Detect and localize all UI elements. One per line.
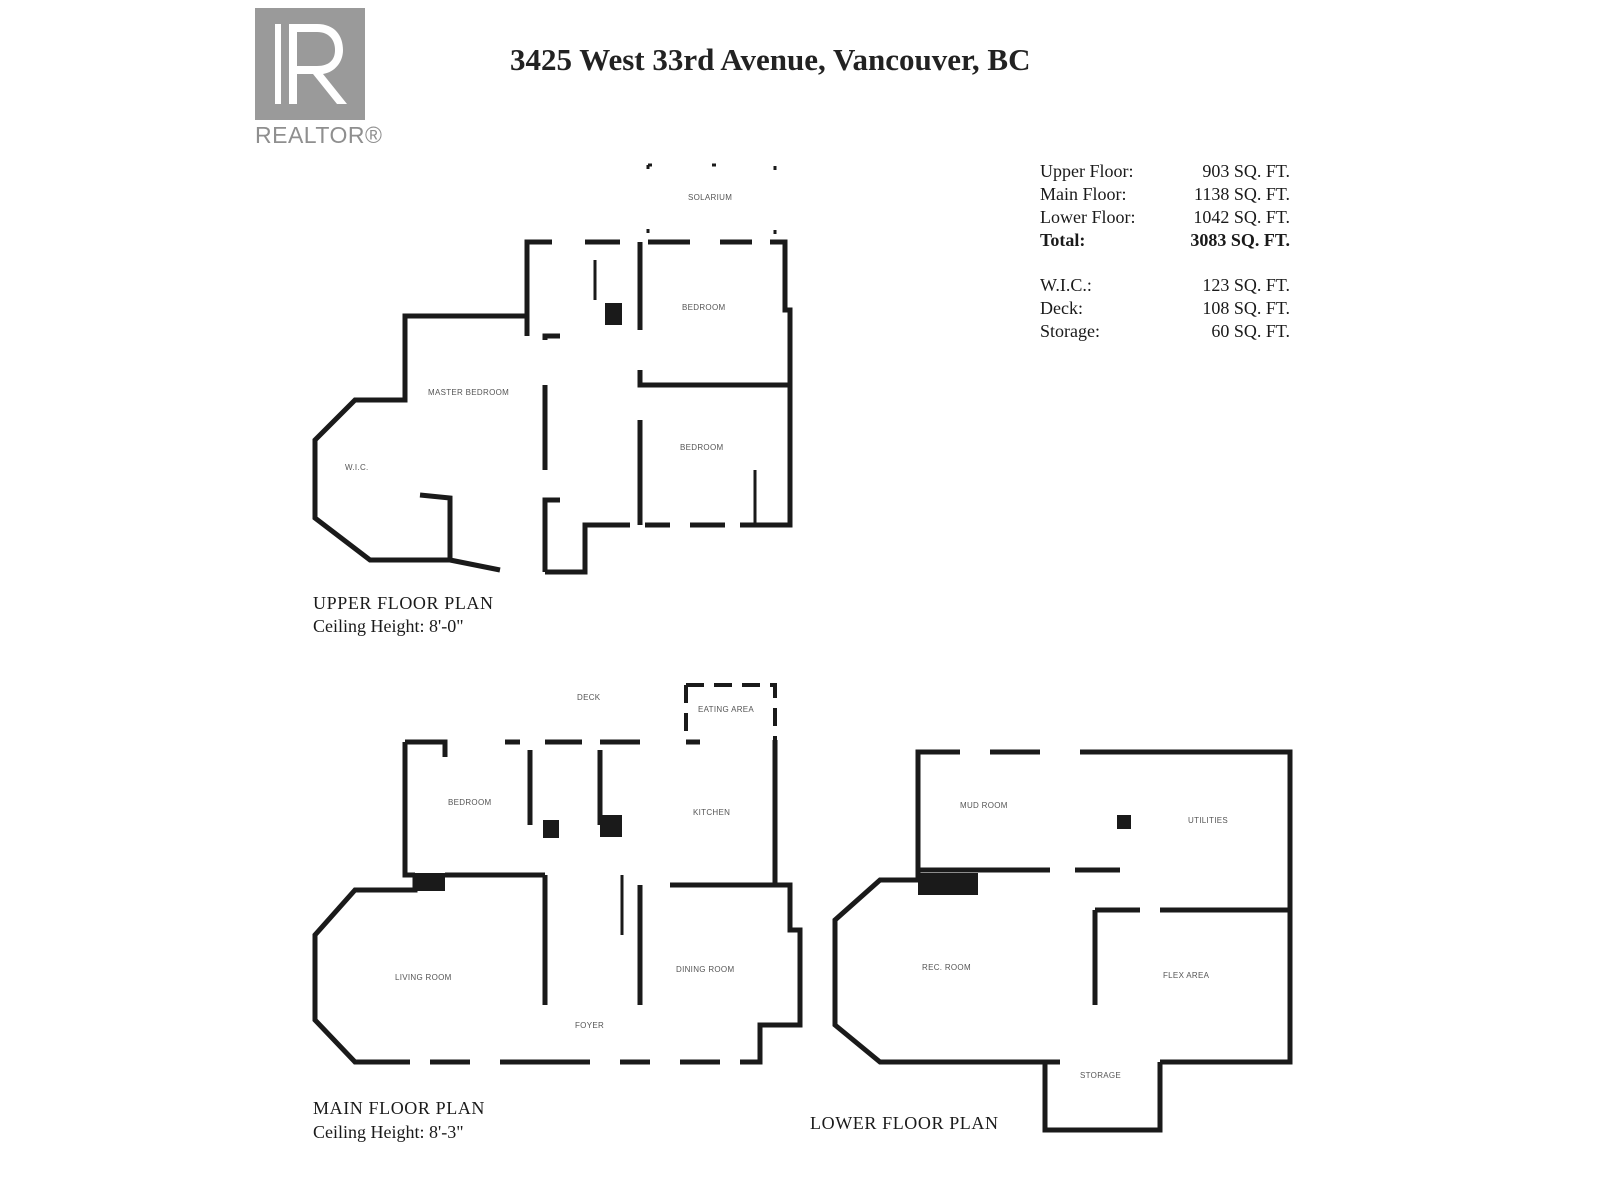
room-label-rec-room: REC. ROOM [922, 963, 971, 972]
bedroom-divider [637, 242, 790, 388]
area-row-storage: Storage: 60 SQ. FT. [1040, 320, 1290, 343]
room-label-storage: STORAGE [1080, 1071, 1121, 1080]
fireplace-lower [918, 873, 978, 895]
chimney-lower [1117, 815, 1131, 829]
area-label: Storage: [1040, 321, 1100, 341]
area-row-wic: W.I.C.: 123 SQ. FT. [1040, 274, 1290, 297]
room-label-wic: W.I.C. [345, 463, 369, 472]
area-value: 123 SQ. FT. [1202, 275, 1290, 295]
room-label-foyer: FOYER [575, 1021, 604, 1030]
room-label-kitchen: KITCHEN [693, 808, 730, 817]
area-value: 1042 SQ. FT. [1193, 207, 1290, 227]
area-value: 60 SQ. FT. [1211, 321, 1290, 341]
area-value: 1138 SQ. FT. [1193, 184, 1290, 204]
area-value: 903 SQ. FT. [1202, 161, 1290, 181]
lower-floor-plan [832, 749, 1293, 1133]
area-summary-table: Upper Floor: 903 SQ. FT. Main Floor: 113… [1040, 160, 1290, 343]
main-bedroom-walls [402, 739, 545, 878]
area-value: 108 SQ. FT. [1202, 298, 1290, 318]
eating-area-outline [684, 683, 777, 740]
chimney-upper [605, 303, 622, 325]
master-outer-wall [312, 313, 527, 563]
area-row-lower: Lower Floor: 1042 SQ. FT. [1040, 206, 1290, 229]
area-row-deck: Deck: 108 SQ. FT. [1040, 297, 1290, 320]
room-label-flex-area: FLEX AREA [1163, 971, 1210, 980]
room-label-mud-room: MUD ROOM [960, 801, 1008, 810]
chimney-main-b [600, 815, 622, 837]
upper-floor-ceiling-height: Ceiling Height: 8'-0" [313, 616, 464, 636]
lower-outer-top-wall [915, 749, 1293, 1065]
main-floor-plan [312, 683, 803, 1065]
solarium-outline [646, 163, 777, 242]
area-label: Total: [1040, 230, 1086, 250]
realtor-wordmark: REALTOR® [255, 122, 383, 148]
area-row-upper: Upper Floor: 903 SQ. FT. [1040, 160, 1290, 183]
room-label-main-bedroom: BEDROOM [448, 798, 491, 807]
upper-floor-plan-label: UPPER FLOOR PLAN [313, 593, 494, 613]
area-label: W.I.C.: [1040, 275, 1092, 295]
room-label-deck: DECK [577, 693, 601, 702]
upper-bottom-wall [545, 385, 793, 575]
main-floor-plan-label: MAIN FLOOR PLAN [313, 1098, 486, 1118]
upper-top-walls [524, 239, 793, 385]
room-label-bedroom-right: BEDROOM [680, 443, 723, 452]
storage-walls [1042, 1062, 1163, 1133]
realtor-r-icon [263, 16, 357, 112]
living-room-wall [312, 875, 545, 1065]
room-label-living-room: LIVING ROOM [395, 973, 452, 982]
lower-outer-left-wall [832, 760, 1060, 1065]
room-label-solarium: SOLARIUM [688, 193, 732, 202]
room-label-master-bedroom: MASTER BEDROOM [428, 388, 509, 397]
lower-floor-plan-label: LOWER FLOOR PLAN [810, 1113, 999, 1133]
area-label: Deck: [1040, 298, 1083, 318]
realtor-logo [255, 8, 365, 120]
area-label: Lower Floor: [1040, 207, 1136, 227]
master-bottom-wall [449, 557, 501, 573]
area-row-total: Total: 3083 SQ. FT. [1040, 229, 1290, 252]
room-label-utilities: UTILITIES [1188, 816, 1228, 825]
area-label: Upper Floor: [1040, 161, 1134, 181]
area-value: 3083 SQ. FT. [1190, 230, 1290, 250]
property-address-title: 3425 West 33rd Avenue, Vancouver, BC [510, 42, 1031, 77]
room-labels: SOLARIUM BEDROOM MASTER BEDROOM BEDROOM … [345, 193, 1228, 1080]
room-label-dining-room: DINING ROOM [676, 965, 734, 974]
upper-floor-plan [312, 163, 793, 575]
dining-room-wall [620, 882, 803, 1065]
room-label-bedroom-top: BEDROOM [682, 303, 725, 312]
fireplace-main [415, 873, 445, 891]
area-row-main: Main Floor: 1138 SQ. FT. [1040, 183, 1290, 206]
room-label-eating-area: EATING AREA [698, 705, 754, 714]
main-floor-ceiling-height: Ceiling Height: 8'-3" [313, 1122, 464, 1142]
chimney-main-a [543, 820, 559, 838]
area-label: Main Floor: [1040, 184, 1127, 204]
